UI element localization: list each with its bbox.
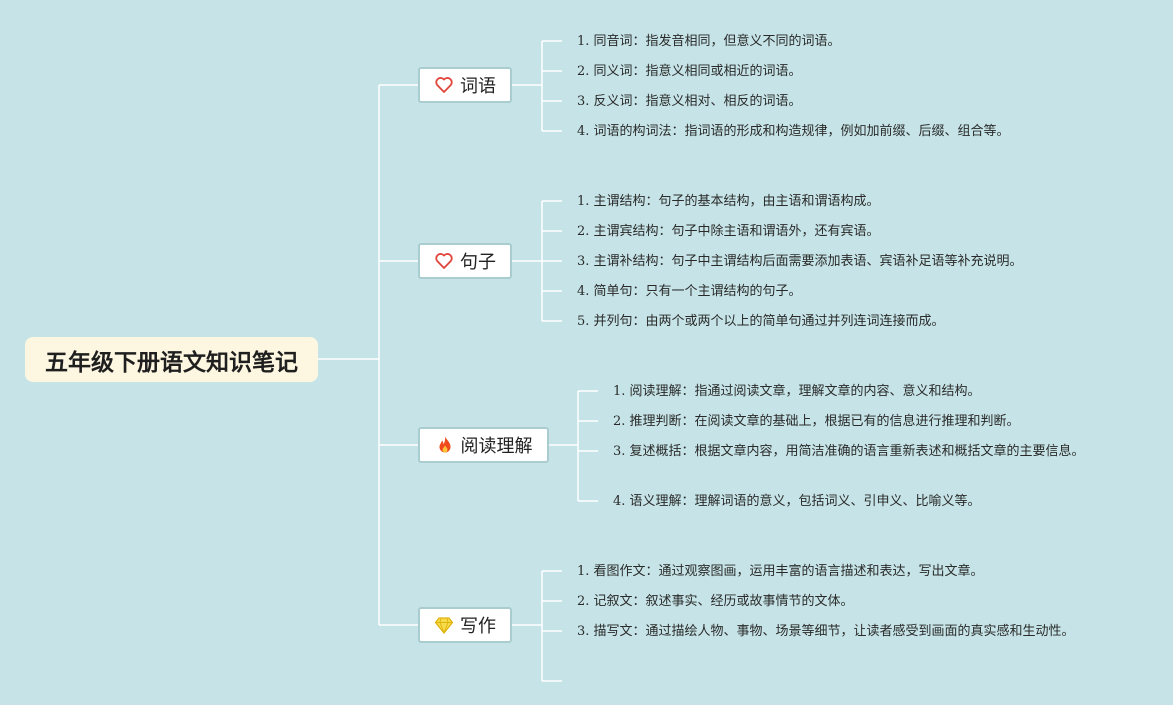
heart-icon (434, 251, 454, 271)
topic-juzi[interactable]: 句子 (418, 243, 512, 279)
topic-yuedu-lijie[interactable]: 阅读理解 (418, 427, 549, 463)
list-item: 1. 阅读理解：指通过阅读文章，理解文章的内容、意义和结构。 (613, 384, 981, 399)
list-item: 5. 并列句：由两个或两个以上的简单句通过并列连词连接而成。 (577, 314, 945, 329)
list-item: 4. 简单句：只有一个主谓结构的句子。 (577, 284, 802, 299)
topic-label: 阅读理解 (460, 436, 533, 457)
heart-icon (434, 75, 454, 95)
list-item: 1. 看图作文：通过观察图画，运用丰富的语言描述和表达，写出文章。 (577, 564, 984, 579)
fire-icon (435, 435, 455, 455)
root-topic[interactable]: 五年级下册语文知识笔记 (25, 337, 318, 382)
list-item: 3. 反义词：指意义相对、相反的词语。 (577, 94, 802, 109)
topic-label: 句子 (460, 252, 496, 273)
list-item: 4. 词语的构词法：指词语的形成和构造规律，例如加前缀、后缀、组合等。 (577, 124, 1010, 139)
topic-label: 写作 (460, 616, 496, 637)
topic-ciyu[interactable]: 词语 (418, 67, 512, 103)
list-item: 1. 主谓结构：句子的基本结构，由主语和谓语构成。 (577, 194, 880, 209)
topic-xiezuo[interactable]: 写作 (418, 607, 512, 643)
list-item: 3. 主谓补结构：句子中主谓结构后面需要添加表语、宾语补足语等补充说明。 (577, 254, 1023, 269)
list-item: 3. 复述概括：根据文章内容，用简洁准确的语言重新表述和概括文章的主要信息。 (613, 444, 1085, 459)
list-item: 2. 记叙文：叙述事实、经历或故事情节的文体。 (577, 594, 854, 609)
list-item: 2. 主谓宾结构：句子中除主语和谓语外，还有宾语。 (577, 224, 880, 239)
topic-label: 词语 (460, 76, 496, 97)
list-item: 3. 描写文：通过描绘人物、事物、场景等细节，让读者感受到画面的真实感和生动性。 (577, 624, 1075, 639)
list-item: 2. 推理判断：在阅读文章的基础上，根据已有的信息进行推理和判断。 (613, 414, 1020, 429)
diamond-icon (434, 615, 454, 635)
list-item: 1. 同音词：指发音相同，但意义不同的词语。 (577, 34, 841, 49)
list-item: 4. 语义理解：理解词语的意义，包括词义、引申义、比喻义等。 (613, 494, 981, 509)
list-item: 2. 同义词：指意义相同或相近的词语。 (577, 64, 802, 79)
